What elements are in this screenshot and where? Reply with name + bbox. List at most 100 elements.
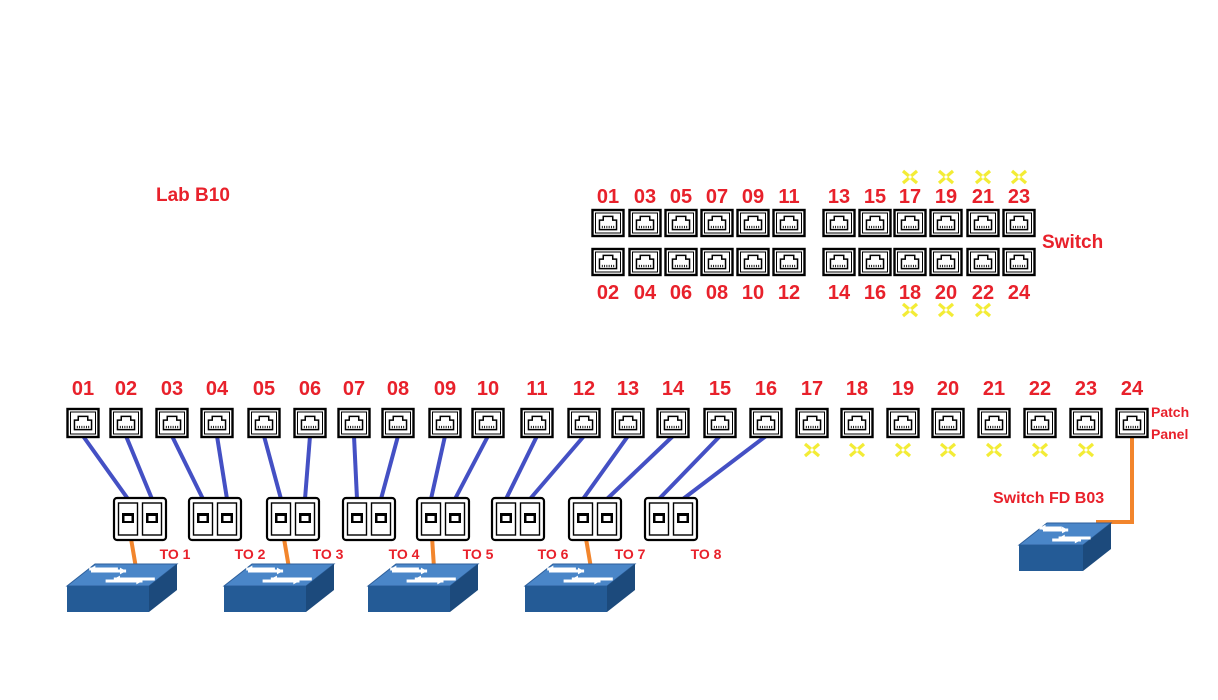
patch-cable-15 (657, 434, 722, 501)
patch-port-label-14: 14 (662, 378, 685, 400)
patch-cable-16 (681, 434, 768, 501)
switch-port-11 (772, 208, 806, 238)
patch-port-06 (293, 407, 327, 439)
patch-port-09 (428, 407, 462, 439)
switch-port-19 (929, 208, 963, 238)
patch-port-label-13: 13 (617, 378, 639, 400)
patch-cable-12 (528, 434, 586, 501)
lab-label: Lab B10 (156, 185, 230, 206)
desk-switch-2 (222, 563, 336, 612)
patch-port-label-23: 23 (1075, 378, 1097, 400)
patch-port-label-01: 01 (72, 378, 94, 400)
patch-port-13 (611, 407, 645, 439)
disabled-mark-patch-22 (1031, 442, 1049, 458)
patch-port-label-20: 20 (937, 378, 959, 400)
patch-port-label-15: 15 (709, 378, 731, 400)
switch-port-16 (858, 247, 892, 277)
patch-cable-04 (215, 435, 229, 500)
patch-cable-05 (262, 435, 283, 500)
desk-switch-3 (366, 563, 480, 612)
disabled-mark-switch-17 (901, 169, 919, 185)
wall-outlet-8 (643, 496, 699, 542)
wall-outlet-label-3: TO 3 (313, 546, 344, 562)
switch-port-label-05: 05 (670, 186, 692, 208)
switch-port-12 (772, 247, 806, 277)
patch-port-label-11: 11 (526, 378, 547, 400)
switch-port-label-11: 11 (778, 186, 799, 208)
switch-port-04 (628, 247, 662, 277)
patch-port-label-07: 07 (343, 378, 365, 400)
patch-port-11 (520, 407, 554, 439)
uplink-fd-cable (1096, 437, 1134, 524)
patch-port-label-24: 24 (1121, 378, 1144, 400)
switch-port-label-24: 24 (1008, 282, 1031, 304)
switch-port-label-13: 13 (828, 186, 850, 208)
patch-port-label-02: 02 (115, 378, 137, 400)
wall-outlet-3 (265, 496, 321, 542)
switch-port-09 (736, 208, 770, 238)
switch-port-label-10: 10 (742, 282, 764, 304)
patch-port-15 (703, 407, 737, 439)
switch-port-label-12: 12 (778, 282, 800, 304)
wall-outlet-label-8: TO 8 (691, 546, 722, 562)
wall-outlet-label-4: TO 4 (389, 546, 420, 562)
wall-outlet-label-2: TO 2 (235, 546, 266, 562)
disabled-mark-patch-23 (1077, 442, 1095, 458)
switch-port-label-01: 01 (597, 186, 619, 208)
desk-switches (65, 522, 1113, 612)
patch-port-label-18: 18 (846, 378, 868, 400)
desk-switch-4 (523, 563, 637, 612)
switch-port-label-20: 20 (935, 282, 957, 304)
patch-cable-08 (379, 435, 400, 500)
switch-port-23 (1002, 208, 1036, 238)
switch-port-17 (893, 208, 927, 238)
switch-port-label-22: 22 (972, 282, 994, 304)
switch-port-label-16: 16 (864, 282, 886, 304)
patch-port-label-08: 08 (387, 378, 409, 400)
wall-outlet-5 (415, 496, 471, 542)
patch-port-label-22: 22 (1029, 378, 1051, 400)
patch-port-24 (1115, 407, 1149, 439)
patch-port-02 (109, 407, 143, 439)
patch-cable-02 (124, 435, 154, 500)
patch-port-label-16: 16 (755, 378, 777, 400)
switch-port-20 (929, 247, 963, 277)
switch-port-label-14: 14 (828, 282, 851, 304)
switch-port-label-07: 07 (706, 186, 728, 208)
patch-port-22 (1023, 407, 1057, 439)
patch-port-18 (840, 407, 874, 439)
disabled-mark-patch-18 (848, 442, 866, 458)
disabled-mark-switch-23 (1010, 169, 1028, 185)
switch-port-13 (822, 208, 856, 238)
patch-cable-14 (605, 434, 675, 501)
patch-port-14 (656, 407, 690, 439)
disabled-mark-switch-19 (937, 169, 955, 185)
cables-layer (81, 434, 1134, 569)
patch-cable-01 (81, 434, 130, 501)
switch-port-label-17: 17 (899, 186, 921, 208)
disabled-mark-switch-21 (974, 169, 992, 185)
switch-port-22 (966, 247, 1000, 277)
wall-outlet-6 (490, 496, 546, 542)
switch-port-label-04: 04 (634, 282, 657, 304)
patch-port-label-04: 04 (206, 378, 229, 400)
patch-port-17 (795, 407, 829, 439)
wall-outlet-label-6: TO 6 (538, 546, 569, 562)
wall-outlet-2 (187, 496, 243, 542)
disabled-mark-patch-21 (985, 442, 1003, 458)
patch-port-21 (977, 407, 1011, 439)
patch-cable-03 (170, 435, 205, 500)
switch-port-08 (700, 247, 734, 277)
desk-switch-1 (65, 563, 179, 612)
patch-port-12 (567, 407, 601, 439)
switch-port-14 (822, 247, 856, 277)
switch-port-label-09: 09 (742, 186, 764, 208)
patch-cable-06 (303, 435, 312, 500)
disabled-mark-patch-17 (803, 442, 821, 458)
switch-port-label-15: 15 (864, 186, 886, 208)
patch-port-23 (1069, 407, 1103, 439)
switch-port-label-06: 06 (670, 282, 692, 304)
switch-port-06 (664, 247, 698, 277)
switch-port-label-19: 19 (935, 186, 957, 208)
